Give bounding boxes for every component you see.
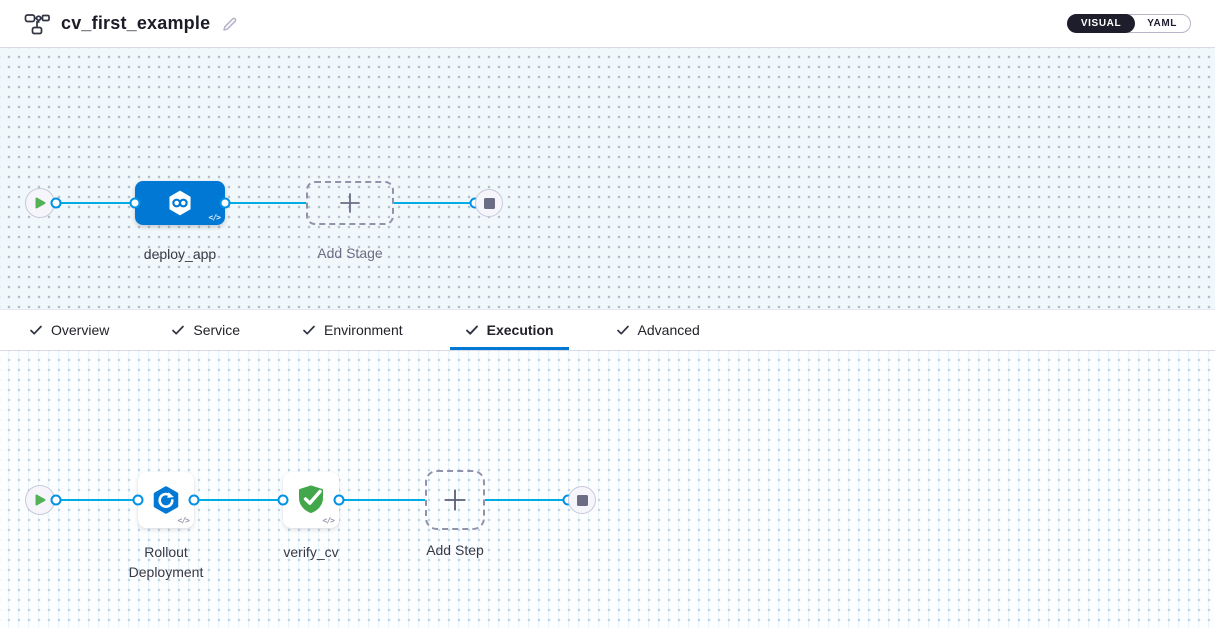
play-icon [35,197,45,209]
connector-port [129,197,141,209]
step-label: Rollout Deployment [128,544,204,580]
connector-port [333,494,345,506]
edge-addstage-to-end [394,202,475,204]
connector-port [188,494,200,506]
tab-environment[interactable]: Environment [287,310,418,350]
execution-canvas[interactable]: </> Rollout Deployment </> verify_cv Add… [0,351,1215,628]
stage-config-tabs: Overview Service Environment Execution A… [0,309,1215,351]
step-node-rollout-deployment[interactable]: </> [138,472,194,528]
tab-service[interactable]: Service [156,310,255,350]
stage-label: deploy_app [143,246,217,262]
play-icon [35,494,45,506]
pipeline-start-node [25,188,55,218]
edge-start-to-rollout [55,499,138,501]
tab-advanced[interactable]: Advanced [601,310,715,350]
check-icon [172,325,185,335]
edge-rollout-to-verify [194,499,283,501]
edge-stage-to-addstage [225,202,306,204]
code-glyph: </> [177,516,190,525]
edge-addstep-to-end [485,499,568,501]
connector-port [219,197,231,209]
connector-port [50,197,62,209]
harness-cd-hexagon-infinity-icon [169,190,191,216]
visual-yaml-toggle: VISUAL YAML [1066,14,1191,33]
connector-port [132,494,144,506]
pipeline-title: cv_first_example [61,13,211,33]
step-label: verify_cv [283,544,339,560]
add-step-button[interactable] [425,470,485,530]
tab-execution[interactable]: Execution [449,310,569,350]
edit-pencil-icon[interactable] [221,15,239,33]
tab-label: Overview [51,322,110,338]
plus-icon [444,489,466,511]
stop-icon [576,494,588,506]
k8s-rollout-icon [153,486,179,514]
tab-label: Environment [324,322,403,338]
execution-start-node [25,485,55,515]
pipeline-end-node [475,189,503,217]
add-stage-button[interactable] [306,181,394,225]
add-step-label: Add Step [426,542,484,558]
toggle-visual[interactable]: VISUAL [1066,14,1136,33]
step-node-verify-cv[interactable]: </> [283,472,339,528]
connector-port [277,494,289,506]
tab-label: Execution [486,322,554,338]
check-icon [465,325,478,335]
check-icon [30,325,42,335]
edge-start-to-stage [55,202,135,204]
execution-end-node [568,486,596,514]
check-icon [616,325,629,335]
tab-label: Service [193,322,241,338]
plus-icon [340,193,360,213]
add-stage-label: Add Stage [317,245,383,261]
stage-canvas[interactable]: </> deploy_app Add Stage [0,48,1215,309]
connector-port [50,494,62,506]
code-glyph: </> [208,213,221,222]
shield-check-icon [299,485,323,513]
stage-node-deploy-app[interactable]: </> [135,181,225,225]
pipeline-header: cv_first_example VISUAL YAML [0,0,1215,48]
check-icon [303,325,315,335]
code-glyph: </> [322,516,335,525]
tab-label: Advanced [637,322,700,338]
edge-verify-to-addstep [339,499,425,501]
toggle-yaml[interactable]: YAML [1147,18,1177,29]
pipeline-graph-icon [24,12,50,36]
tab-overview[interactable]: Overview [14,310,124,350]
stop-icon [483,197,495,209]
